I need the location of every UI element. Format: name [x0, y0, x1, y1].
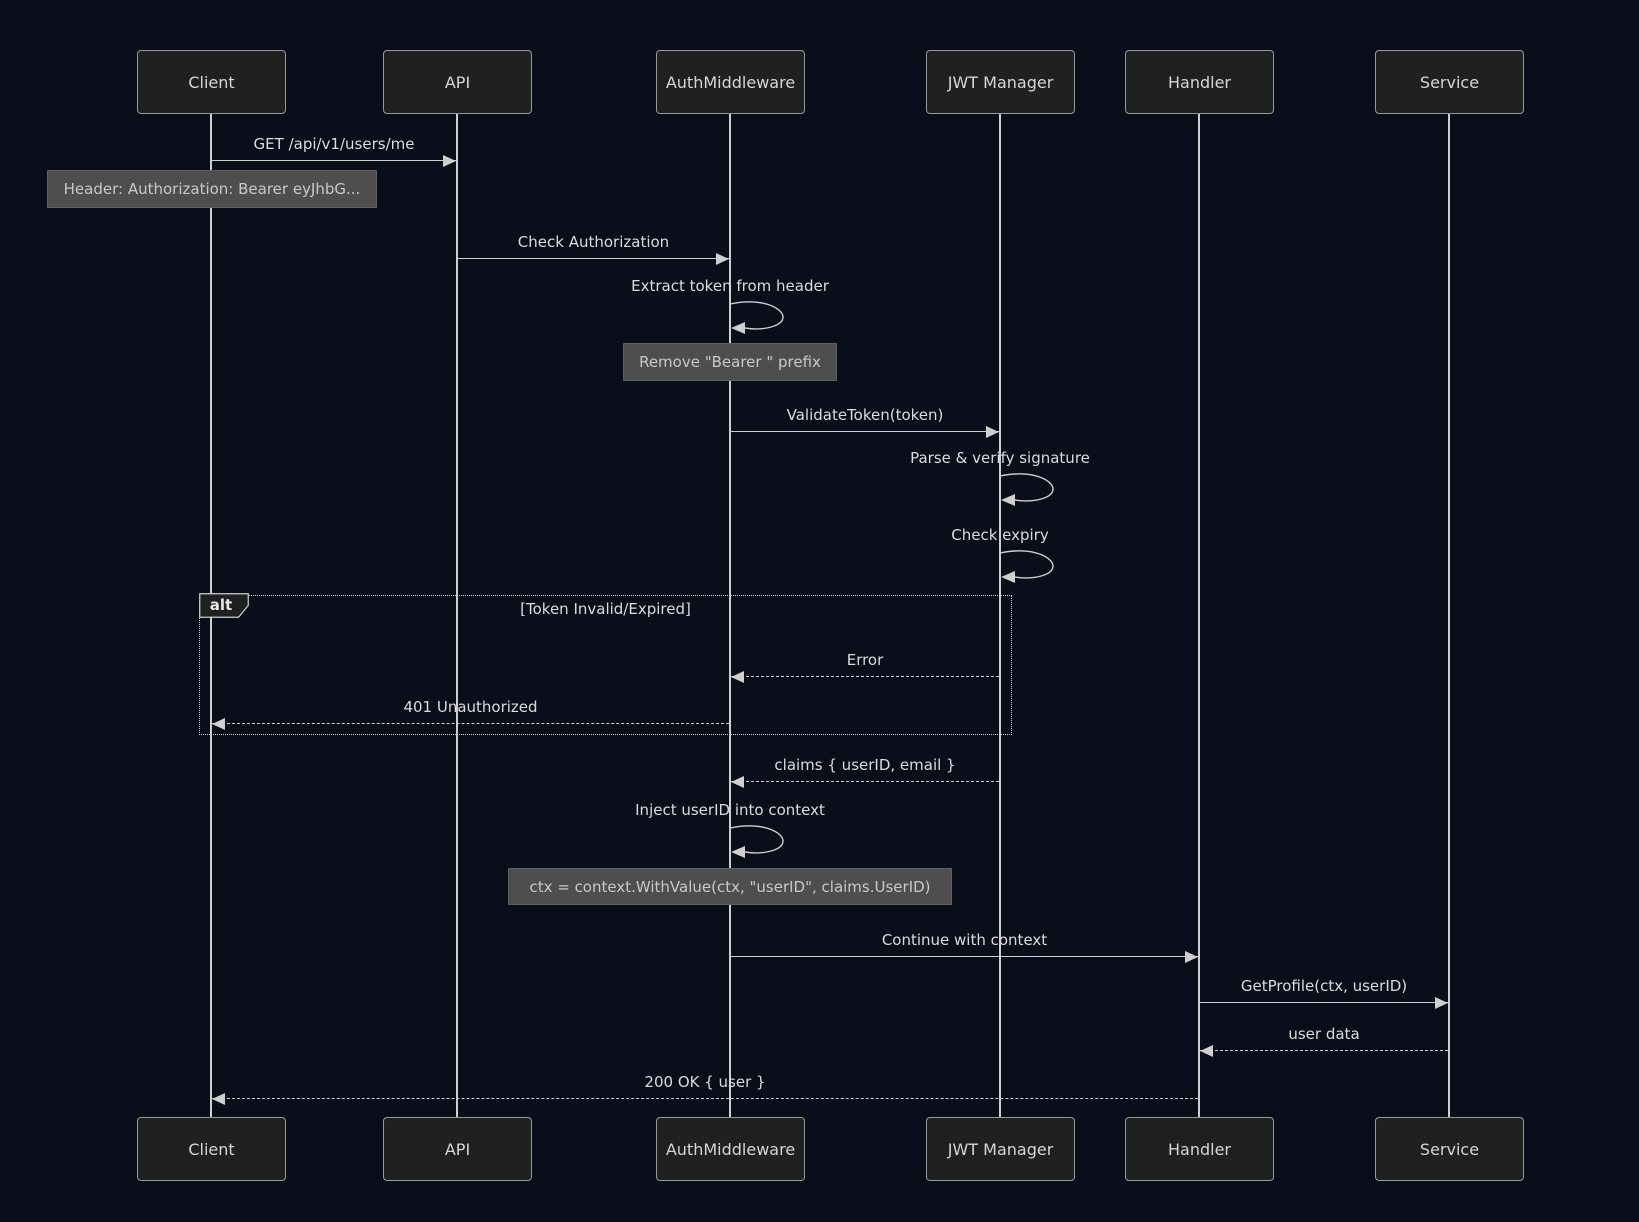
self-loop-arrow-icon — [998, 549, 1056, 585]
self-call-label-text: Extract token from header — [631, 277, 829, 295]
message-line — [731, 431, 999, 432]
participant-box-top: Client — [137, 50, 286, 114]
message-label: GET /api/v1/users/me — [254, 135, 415, 153]
participant-box-top: Handler — [1125, 50, 1274, 114]
note-text: Remove "Bearer " prefix — [639, 353, 821, 371]
self-call-label: Inject userID into context — [635, 801, 825, 819]
message-label: 401 Unauthorized — [403, 698, 537, 716]
alt-frame — [199, 595, 1012, 735]
message-label-text: Error — [846, 651, 884, 669]
message-label: GetProfile(ctx, userID) — [1241, 977, 1407, 995]
message-label-text: 200 OK { user } — [644, 1073, 766, 1091]
participant-box-top: API — [383, 50, 532, 114]
arrowhead-right-icon — [443, 155, 456, 167]
self-call-label: Check expiry — [951, 526, 1049, 544]
message-line — [212, 160, 456, 161]
participant-label: API — [444, 1139, 471, 1159]
participant-box-bottom: Handler — [1125, 1117, 1274, 1181]
alt-condition-text: [Token Invalid/Expired] — [520, 600, 691, 618]
message-line — [731, 781, 999, 782]
participant-label: Handler — [1168, 72, 1231, 92]
participant-box-top: AuthMiddleware — [656, 50, 805, 114]
alt-label-tab — [198, 593, 249, 618]
participant-label: AuthMiddleware — [665, 1139, 796, 1159]
arrowhead-left-icon — [731, 671, 744, 683]
self-call-label-text: Parse & verify signature — [910, 449, 1090, 467]
message-label: 200 OK { user } — [644, 1073, 765, 1091]
participant-label: JWT Manager — [947, 72, 1054, 92]
arrowhead-left-icon — [212, 1093, 225, 1105]
participant-label: Service — [1419, 1139, 1480, 1159]
self-loop-arrow-icon — [728, 824, 786, 860]
message-label: Continue with context — [882, 931, 1047, 949]
participant-box-top: JWT Manager — [926, 50, 1075, 114]
message-line — [1200, 1002, 1448, 1003]
message-label-text: Continue with context — [881, 931, 1048, 949]
alt-condition: [Token Invalid/Expired] — [520, 600, 691, 618]
lifeline — [999, 114, 1001, 1117]
message-label-text: user data — [1288, 1025, 1360, 1043]
self-call-label: Parse & verify signature — [910, 449, 1090, 467]
self-call-label-text: Inject userID into context — [635, 801, 825, 819]
self-call-label-text: Check expiry — [951, 526, 1049, 544]
arrowhead-left-icon — [731, 776, 744, 788]
lifeline — [456, 114, 458, 1117]
arrowhead-right-icon — [1435, 997, 1448, 1009]
participant-box-top: Service — [1375, 50, 1524, 114]
message-label: user data — [1288, 1025, 1359, 1043]
note-text: ctx = context.WithValue(ctx, "userID", c… — [529, 877, 931, 896]
participant-box-bottom: AuthMiddleware — [656, 1117, 805, 1181]
alt-label: alt — [199, 593, 243, 617]
message-label-text: claims { userID, email } — [774, 756, 956, 774]
participant-label: JWT Manager — [947, 1139, 1054, 1159]
arrowhead-left-icon — [1200, 1045, 1213, 1057]
participant-box-bottom: API — [383, 1117, 532, 1181]
participant-label: Service — [1419, 72, 1480, 92]
message-label-text: 401 Unauthorized — [403, 698, 538, 716]
participant-label: Client — [188, 1139, 235, 1159]
message-line — [731, 676, 999, 677]
note: ctx = context.WithValue(ctx, "userID", c… — [508, 868, 952, 905]
participant-label: AuthMiddleware — [665, 72, 796, 92]
participant-label: API — [444, 72, 471, 92]
self-loop-arrow-icon — [728, 300, 786, 336]
message-label-text: ValidateToken(token) — [786, 406, 944, 424]
message-line — [212, 723, 729, 724]
message-label: Check Authorization — [518, 233, 669, 251]
participant-box-bottom: Service — [1375, 1117, 1524, 1181]
participant-box-bottom: Client — [137, 1117, 286, 1181]
self-call-label: Extract token from header — [631, 277, 829, 295]
arrowhead-right-icon — [716, 253, 729, 265]
message-line — [212, 1098, 1198, 1099]
message-label: ValidateToken(token) — [787, 406, 944, 424]
lifeline — [1198, 114, 1200, 1117]
message-label-text: GetProfile(ctx, userID) — [1240, 977, 1408, 995]
participant-box-bottom: JWT Manager — [926, 1117, 1075, 1181]
note-text: Header: Authorization: Bearer eyJhbG... — [63, 180, 361, 198]
message-line — [1200, 1050, 1448, 1051]
arrowhead-right-icon — [1185, 951, 1198, 963]
lifeline — [1448, 114, 1450, 1117]
note: Remove "Bearer " prefix — [623, 343, 837, 381]
message-label: claims { userID, email } — [774, 756, 955, 774]
message-label: Error — [847, 651, 884, 669]
self-loop-arrow-icon — [998, 472, 1056, 508]
alt-label-text: alt — [209, 596, 233, 614]
note: Header: Authorization: Bearer eyJhbG... — [47, 170, 377, 208]
arrowhead-right-icon — [986, 426, 999, 438]
lifeline — [729, 114, 731, 1117]
message-label-text: GET /api/v1/users/me — [253, 135, 415, 153]
message-label-text: Check Authorization — [517, 233, 670, 251]
participant-label: Client — [188, 72, 235, 92]
message-line — [458, 258, 729, 259]
participant-label: Handler — [1168, 1139, 1231, 1159]
message-line — [731, 956, 1198, 957]
arrowhead-left-icon — [212, 718, 225, 730]
